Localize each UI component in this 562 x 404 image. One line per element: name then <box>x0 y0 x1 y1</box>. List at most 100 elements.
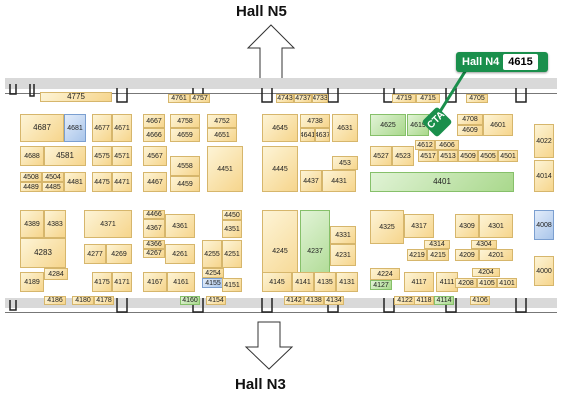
booth-4509[interactable]: 4509 <box>458 150 478 162</box>
booth-4688[interactable]: 4688 <box>20 146 44 166</box>
booth-4501[interactable]: 4501 <box>498 150 518 162</box>
booth-4431[interactable]: 4431 <box>322 170 356 192</box>
booth-4201[interactable]: 4201 <box>479 249 513 261</box>
booth-4481[interactable]: 4481 <box>64 172 86 192</box>
booth-4351[interactable]: 4351 <box>222 220 242 238</box>
booth-4283[interactable]: 4283 <box>20 238 66 268</box>
booth-4215[interactable]: 4215 <box>427 249 449 261</box>
booth-4160[interactable]: 4160 <box>180 296 200 305</box>
hall-badge[interactable]: Hall N4 4615 <box>456 52 548 72</box>
booth-4106[interactable]: 4106 <box>470 296 490 305</box>
booth-4705[interactable]: 4705 <box>466 94 488 103</box>
booth-4008[interactable]: 4008 <box>534 210 554 240</box>
booth-4667[interactable]: 4667 <box>143 114 165 128</box>
booth-4180[interactable]: 4180 <box>72 296 94 305</box>
booth-4459[interactable]: 4459 <box>170 176 200 192</box>
booth-4325[interactable]: 4325 <box>370 210 404 244</box>
booth-4255[interactable]: 4255 <box>202 240 222 268</box>
booth-4261[interactable]: 4261 <box>165 244 195 264</box>
booth-4752[interactable]: 4752 <box>207 114 237 128</box>
booth-4367[interactable]: 4367 <box>143 219 165 238</box>
booth-4251[interactable]: 4251 <box>222 240 242 268</box>
booth-4314[interactable]: 4314 <box>424 240 450 249</box>
booth-4204[interactable]: 4204 <box>472 268 500 277</box>
booth-4175[interactable]: 4175 <box>92 272 112 292</box>
booth-4138[interactable]: 4138 <box>304 296 324 305</box>
booth-4631[interactable]: 4631 <box>332 114 358 142</box>
booth-4758[interactable]: 4758 <box>170 114 200 128</box>
booth-4467[interactable]: 4467 <box>143 172 167 192</box>
booth-4575[interactable]: 4575 <box>92 146 112 166</box>
booth-4189[interactable]: 4189 <box>20 272 44 292</box>
booth-4209[interactable]: 4209 <box>455 249 479 261</box>
booth-4361[interactable]: 4361 <box>165 214 195 238</box>
booth-4523[interactable]: 4523 <box>392 146 414 166</box>
booth-4612[interactable]: 4612 <box>415 140 435 150</box>
booth-4677[interactable]: 4677 <box>92 114 112 142</box>
booth-4485[interactable]: 4485 <box>42 182 64 192</box>
booth-4450[interactable]: 4450 <box>222 210 242 220</box>
booth-4171[interactable]: 4171 <box>112 272 132 292</box>
booth-4383[interactable]: 4383 <box>44 210 66 238</box>
booth-4609[interactable]: 4609 <box>457 125 483 136</box>
booth-4567[interactable]: 4567 <box>143 146 167 166</box>
booth-4014[interactable]: 4014 <box>534 160 554 192</box>
booth-4105[interactable]: 4105 <box>477 278 497 288</box>
booth-4601[interactable]: 4601 <box>483 114 513 136</box>
booth-4122[interactable]: 4122 <box>394 296 416 305</box>
booth-4317[interactable]: 4317 <box>404 214 434 238</box>
booth-4167[interactable]: 4167 <box>143 272 167 292</box>
booth-4471[interactable]: 4471 <box>112 172 132 192</box>
booth-4581[interactable]: 4581 <box>44 146 86 166</box>
booth-4161[interactable]: 4161 <box>167 272 195 292</box>
booth-4715[interactable]: 4715 <box>416 94 440 103</box>
booth-4284[interactable]: 4284 <box>44 268 68 280</box>
booth-4625[interactable]: 4625 <box>370 114 406 136</box>
booth-4666[interactable]: 4666 <box>143 128 165 142</box>
booth-4738[interactable]: 4738 <box>300 114 330 128</box>
booth-4687[interactable]: 4687 <box>20 114 64 142</box>
booth-4606[interactable]: 4606 <box>435 140 459 150</box>
booth-4489[interactable]: 4489 <box>20 182 42 192</box>
booth-4508[interactable]: 4508 <box>20 172 42 182</box>
booth-4437[interactable]: 4437 <box>300 170 322 192</box>
booth-4737[interactable]: 4737 <box>294 94 312 103</box>
booth-4366[interactable]: 4366 <box>143 240 165 249</box>
booth-4513[interactable]: 4513 <box>438 150 458 162</box>
booth-4637[interactable]: 4637 <box>315 128 330 142</box>
booth-4000[interactable]: 4000 <box>534 256 554 286</box>
booth-4401[interactable]: 4401 <box>370 172 514 192</box>
booth-4127[interactable]: 4127 <box>370 280 392 290</box>
booth-4145[interactable]: 4145 <box>262 272 292 292</box>
booth-4671[interactable]: 4671 <box>112 114 132 142</box>
booth-453[interactable]: 453 <box>332 156 358 170</box>
booth-4505[interactable]: 4505 <box>478 150 498 162</box>
booth-4775[interactable]: 4775 <box>40 92 112 102</box>
booth-4651[interactable]: 4651 <box>207 128 237 142</box>
booth-4101[interactable]: 4101 <box>497 278 517 288</box>
booth-4331[interactable]: 4331 <box>330 226 356 244</box>
booth-4151[interactable]: 4151 <box>222 278 242 292</box>
booth-4571[interactable]: 4571 <box>112 146 132 166</box>
booth-4504[interactable]: 4504 <box>42 172 64 182</box>
booth-4219[interactable]: 4219 <box>407 249 427 261</box>
booth-4304[interactable]: 4304 <box>471 240 497 249</box>
booth-4371[interactable]: 4371 <box>84 210 132 238</box>
booth-4708[interactable]: 4708 <box>457 114 483 125</box>
booth-4733[interactable]: 4733 <box>312 94 328 103</box>
booth-4131[interactable]: 4131 <box>336 272 358 292</box>
booth-4681[interactable]: 4681 <box>64 114 86 142</box>
booth-4224[interactable]: 4224 <box>370 268 400 280</box>
booth-4389[interactable]: 4389 <box>20 210 44 238</box>
booth-4117[interactable]: 4117 <box>404 272 434 292</box>
booth-4645[interactable]: 4645 <box>262 114 298 142</box>
booth-4254[interactable]: 4254 <box>202 268 224 278</box>
booth-4309[interactable]: 4309 <box>455 214 479 238</box>
booth-4301[interactable]: 4301 <box>479 214 513 238</box>
booth-4269[interactable]: 4269 <box>106 244 132 264</box>
booth-4451[interactable]: 4451 <box>207 146 243 192</box>
booth-4142[interactable]: 4142 <box>284 296 304 305</box>
booth-4155[interactable]: 4155 <box>202 278 224 288</box>
booth-4154[interactable]: 4154 <box>206 296 226 305</box>
booth-4641[interactable]: 4641 <box>300 128 315 142</box>
